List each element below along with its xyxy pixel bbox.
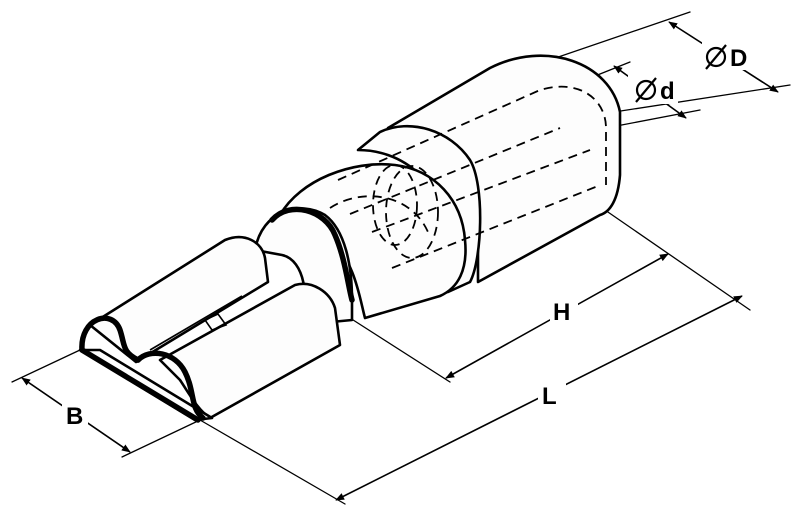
width-label: B [66, 403, 83, 430]
length-label: L [542, 383, 557, 410]
inner-diameter-label: d [660, 78, 675, 105]
diameter-symbols [635, 44, 727, 103]
outer-diameter-label: D [730, 45, 747, 72]
tab-front-profile [79, 206, 355, 423]
hidden-lines [329, 85, 607, 269]
diameter-symbol-icon [635, 77, 657, 103]
height-label: H [553, 299, 570, 326]
diameter-symbol-icon [705, 44, 727, 70]
tab-detent [149, 295, 243, 351]
label-knockouts [62, 40, 750, 430]
